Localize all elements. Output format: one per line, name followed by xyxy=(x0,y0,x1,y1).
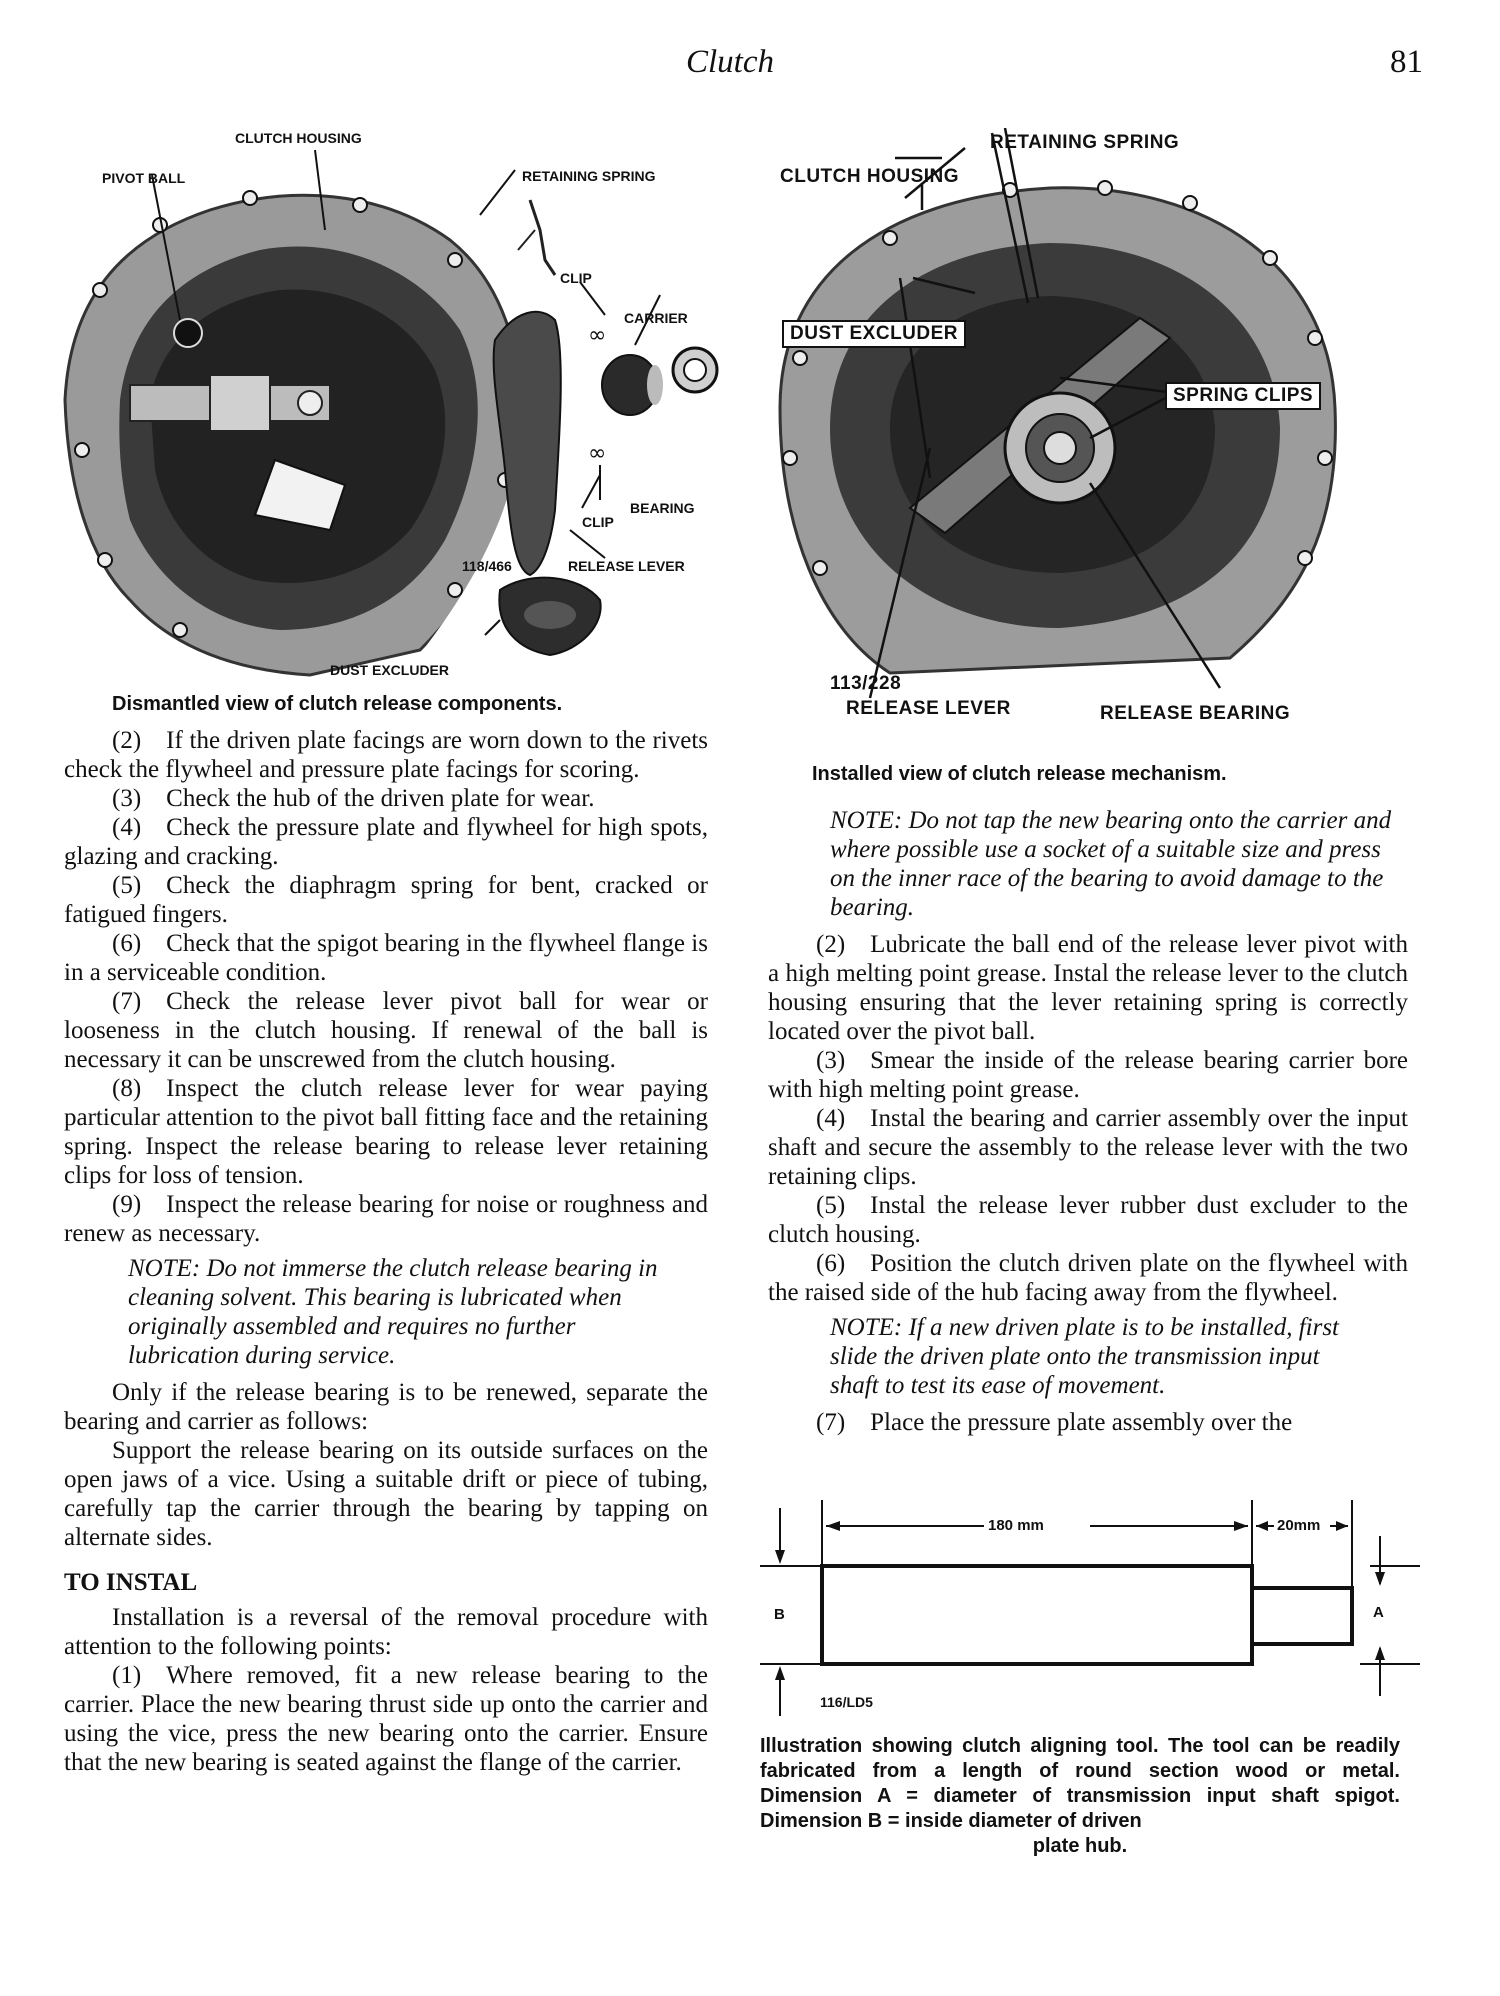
label-bearing: BEARING xyxy=(630,500,695,516)
svg-text:∞: ∞ xyxy=(588,441,606,466)
label-clutch-housing: CLUTCH HOUSING xyxy=(235,130,362,146)
label-release-bearing: RELEASE BEARING xyxy=(1100,703,1291,724)
label-retaining-spring-installed: RETAINING SPRING xyxy=(990,132,1180,153)
dim-20mm: 20mm xyxy=(1277,1517,1321,1534)
paragraph-only-if: Only if the release bearing is to be ren… xyxy=(64,1379,708,1435)
label-ref-116-ld5: 116/LD5 xyxy=(820,1694,873,1710)
note-driven-plate: NOTE: If a new driven plate is to be ins… xyxy=(830,1314,1339,1399)
label-ref-118-466: 118/466 xyxy=(462,558,512,574)
dim-label-a: A xyxy=(1373,1604,1384,1621)
paragraph-step-4-right: (4) Instal the bearing and carrier assem… xyxy=(768,1105,1408,1190)
dim-180mm: 180 mm xyxy=(988,1517,1044,1534)
running-head-section: Clutch xyxy=(686,44,774,80)
label-release-lever: RELEASE LEVER xyxy=(568,558,685,574)
caption-installed: Installed view of clutch release mechani… xyxy=(812,763,1227,785)
label-clutch-housing-installed: CLUTCH HOUSING xyxy=(780,166,960,187)
svg-text:∞: ∞ xyxy=(588,323,606,348)
label-carrier: CARRIER xyxy=(624,310,688,326)
page-number: 81 xyxy=(1390,44,1423,80)
label-dust-excluder-installed: DUST EXCLUDER xyxy=(782,320,967,348)
installed-photo xyxy=(778,128,1337,699)
dim-label-b: B xyxy=(774,1606,785,1623)
caption-aligning-tool: Illustration showing clutch aligning too… xyxy=(760,1734,1400,1859)
heading-to-instal: TO INSTAL xyxy=(64,1569,198,1596)
label-pivot-ball: PIVOT BALL xyxy=(102,170,186,186)
label-clip-bottom: CLIP xyxy=(582,514,614,530)
paragraph-step-8-left: (8) Inspect the clutch release lever for… xyxy=(64,1075,708,1189)
label-retaining-spring: RETAINING SPRING xyxy=(522,168,656,184)
caption-aligning-tool-main: Illustration showing clutch aligning too… xyxy=(760,1735,1400,1832)
label-release-lever-installed: RELEASE LEVER xyxy=(846,698,1011,719)
paragraph-installation: Installation is a reversal of the remova… xyxy=(64,1604,708,1660)
paragraph-step-3-left: (3) Check the hub of the driven plate fo… xyxy=(112,785,595,812)
dismantled-photo: ∞ ∞ xyxy=(63,130,720,690)
paragraph-step-7-right: (7) Place the pressure plate assembly ov… xyxy=(816,1409,1293,1436)
paragraph-support: Support the release bearing on its outsi… xyxy=(64,1437,708,1551)
label-dust-excluder: DUST EXCLUDER xyxy=(330,662,450,678)
paragraph-step-7-left: (7) Check the release lever pivot ball f… xyxy=(64,988,708,1073)
note-tap-bearing: NOTE: Do not tap the new bearing onto th… xyxy=(830,807,1392,921)
paragraph-step-2-right: (2) Lubricate the ball end of the releas… xyxy=(768,931,1408,1045)
left-column: (2) If the driven plate facings are worn… xyxy=(64,726,708,1777)
caption-dismantled: Dismantled view of clutch release compon… xyxy=(112,693,563,715)
label-ref-113-228: 113/228 xyxy=(830,673,902,694)
figure-aligning-tool: 180 mm 20mm B A 116/LD5 xyxy=(760,1500,1420,1720)
aligning-tool-drawing xyxy=(760,1500,1420,1716)
figure-installed: RETAINING SPRING CLUTCH HOUSING DUST EXC… xyxy=(760,128,1350,728)
paragraph-step-1-instal: (1) Where removed, fit a new release bea… xyxy=(64,1662,708,1776)
paragraph-step-5-left: (5) Check the diaphragm spring for bent,… xyxy=(64,872,708,928)
label-spring-clips: SPRING CLIPS xyxy=(1165,382,1322,410)
paragraph-step-5-right: (5) Instal the release lever rubber dust… xyxy=(768,1192,1408,1248)
figure-dismantled: ∞ ∞ CLUTCH HOUSING PIVOT BALL RETAINING … xyxy=(60,130,720,690)
paragraph-step-6-left: (6) Check that the spigot bearing in the… xyxy=(64,930,708,986)
right-column: NOTE: Do not tap the new bearing onto th… xyxy=(768,800,1408,1437)
caption-aligning-tool-last: plate hub. xyxy=(1032,1835,1128,1857)
paragraph-step-2-left: (2) If the driven plate facings are worn… xyxy=(64,727,708,783)
paragraph-step-4-left: (4) Check the pressure plate and flywhee… xyxy=(64,814,708,870)
note-solvent: NOTE: Do not immerse the clutch release … xyxy=(128,1255,658,1369)
paragraph-step-9-left: (9) Inspect the release bearing for nois… xyxy=(64,1191,708,1247)
label-clip-top: CLIP xyxy=(560,270,592,286)
paragraph-step-6-right: (6) Position the clutch driven plate on … xyxy=(768,1250,1408,1306)
paragraph-step-3-right: (3) Smear the inside of the release bear… xyxy=(768,1047,1408,1103)
